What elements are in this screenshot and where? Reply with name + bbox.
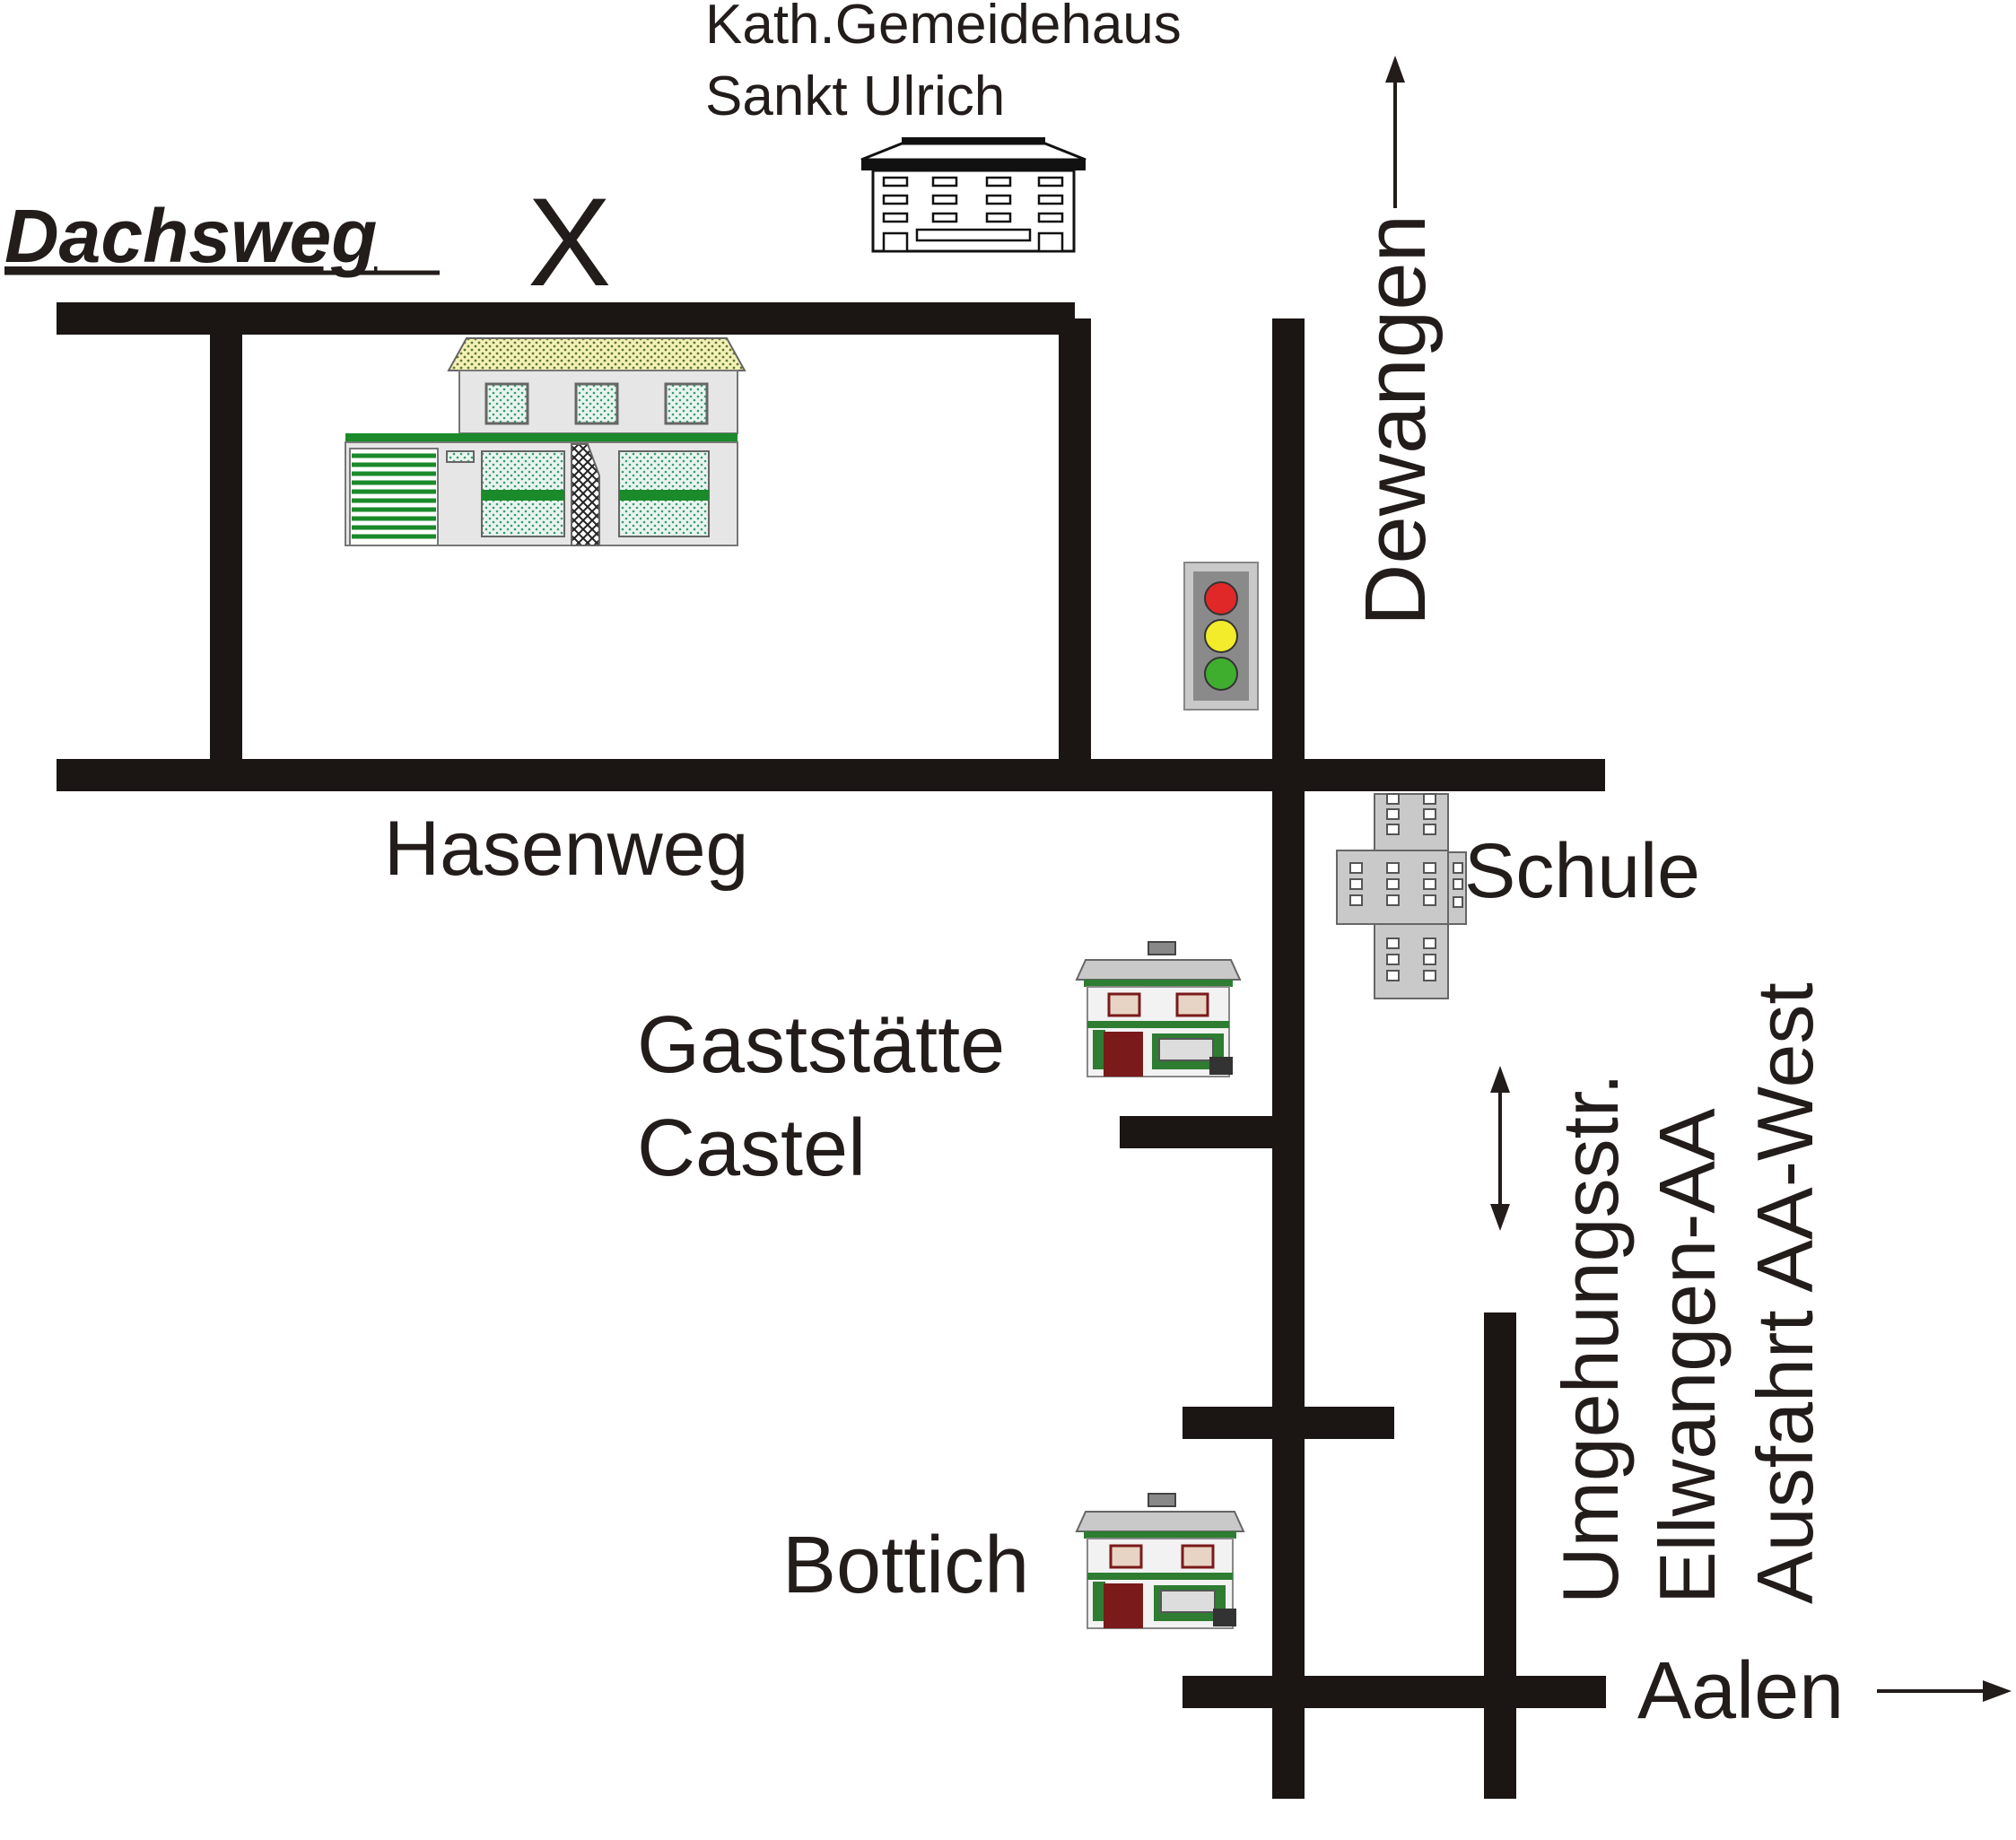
road-castel-spur — [1120, 1116, 1290, 1148]
building-icon — [860, 137, 1087, 253]
red-light — [1204, 581, 1238, 615]
road-main-vertical — [1272, 318, 1305, 1799]
target-marker: X — [528, 171, 611, 312]
inn-label-line1: Gaststätte — [637, 1000, 1005, 1090]
road-hasenweg — [57, 759, 1605, 791]
restaurant-icon — [1075, 1493, 1245, 1629]
restaurant-label: Bottich — [782, 1521, 1029, 1610]
road-network — [57, 302, 1606, 1799]
green-light — [1204, 657, 1238, 691]
street-label-dachsweg: Dachsweg — [4, 194, 378, 278]
road-bypass — [1484, 1312, 1516, 1799]
road-lower-cross — [1183, 1407, 1394, 1439]
house-icon — [345, 337, 746, 546]
street-label-hasenweg: Hasenweg — [384, 806, 748, 892]
direction-label-aalen: Aalen — [1637, 1646, 1844, 1736]
yellow-light — [1204, 619, 1238, 653]
traffic-light-icon — [1183, 562, 1259, 711]
road-aalen — [1183, 1676, 1606, 1708]
arrow-right-icon — [1877, 1680, 2012, 1702]
inn-label-line2: Castel — [637, 1103, 866, 1193]
inn-icon — [1075, 941, 1242, 1077]
school-building-icon — [1336, 793, 1467, 999]
road-right-connector — [1059, 318, 1091, 780]
road-left-connector — [210, 332, 242, 780]
road-dachsweg — [57, 302, 1075, 335]
double-arrow-icon — [1490, 1066, 1510, 1231]
church-hall-label-line2: Sankt Ulrich — [705, 65, 1005, 127]
arrow-up-icon — [1385, 56, 1405, 208]
garage-door — [349, 448, 439, 546]
bypass-label-line3: Ausfahrt AA-West — [1741, 982, 1829, 1604]
bypass-label-line1: Umgehungsstr. — [1546, 1073, 1635, 1604]
school-label: Schule — [1464, 828, 1700, 914]
direction-label-dewangen: Dewangen — [1348, 214, 1444, 626]
church-hall-label-line1: Kath.Gemeidehaus — [705, 0, 1182, 56]
bypass-label-line2: Ellwangen-AA — [1643, 1108, 1732, 1604]
